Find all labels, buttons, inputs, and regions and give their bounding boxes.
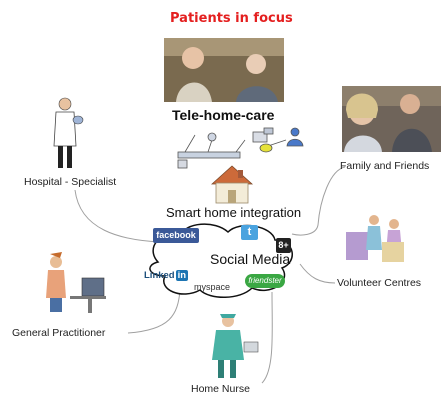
volunteer-centres-label: Volunteer Centres [337, 277, 422, 289]
tele-home-care-label: Tele-home-care [172, 107, 275, 123]
connector-hospital [74, 189, 161, 243]
linkedin-in: in [175, 270, 189, 281]
hospital-specialist-label: Hospital - Specialist [24, 176, 117, 188]
home-nurse-label: Home Nurse [191, 383, 250, 395]
family-friends-label: Family and Friends [340, 160, 430, 172]
googleplus-logo: 8+ [276, 238, 291, 253]
connector-gp [127, 289, 181, 334]
connector-family [291, 166, 346, 236]
doctor-icon [53, 97, 84, 168]
diagram-title: Patients in focus [170, 11, 293, 26]
connector-nurse [261, 291, 273, 384]
twitter-logo: t [241, 225, 258, 240]
myspace-logo: myspace [194, 282, 231, 292]
elderly-couple-photo [164, 38, 284, 102]
volunteer-icon [346, 215, 404, 262]
smart-home-label: Smart home integration [166, 205, 302, 220]
connector-volunteer [299, 263, 336, 284]
gp-at-desk-icon [46, 252, 106, 313]
family-photo [342, 86, 441, 152]
linkedin-text: Linked [144, 270, 175, 281]
social-media-label: Social Media [210, 251, 291, 267]
tele-network-icons [177, 127, 304, 169]
house-icon [210, 165, 254, 204]
friendster-logo: friendster [245, 274, 285, 288]
general-practitioner-label: General Practitioner [12, 327, 106, 339]
nurse-icon [212, 314, 259, 378]
facebook-logo: facebook [153, 228, 199, 243]
